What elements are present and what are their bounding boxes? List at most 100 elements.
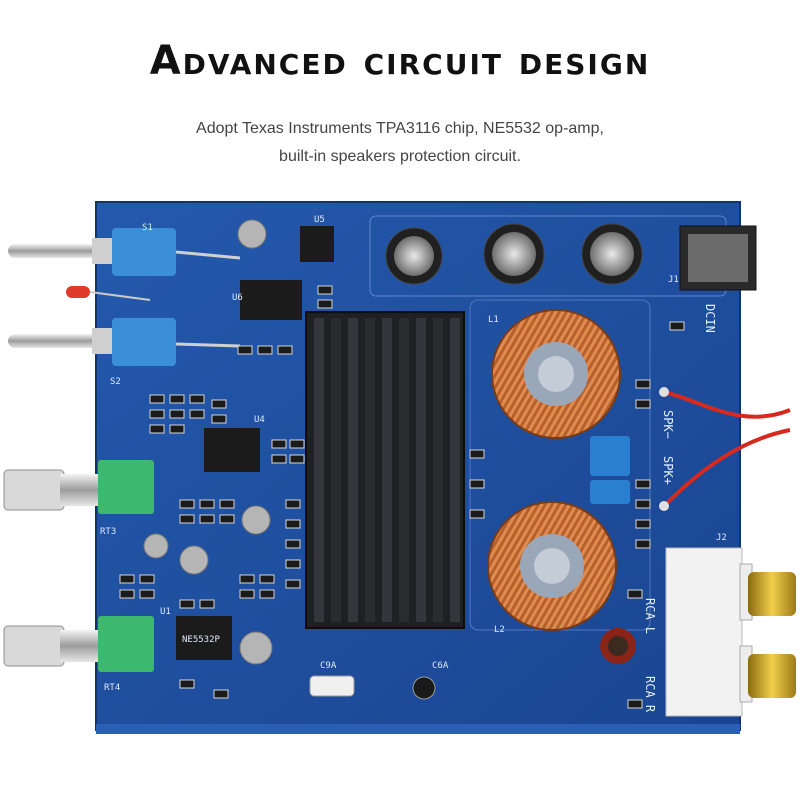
smd-part	[149, 409, 165, 419]
smd-part	[285, 559, 301, 569]
dc-input-jack: DCIN	[679, 225, 757, 333]
u6-label: U6	[232, 293, 243, 303]
smd-part	[219, 514, 235, 524]
chip-u1: NE5532P	[176, 616, 232, 660]
smd-part	[317, 285, 333, 295]
smd-part	[211, 399, 227, 409]
smd-part	[179, 679, 195, 689]
smd-part	[119, 574, 135, 584]
spk-plus-label: SPK+	[661, 456, 675, 485]
bulk-capacitors	[385, 223, 643, 285]
inductor-l2	[487, 501, 617, 631]
regulator-u5	[300, 226, 334, 262]
rt3-label: RT3	[100, 527, 116, 537]
smd-part	[219, 499, 235, 509]
smd-part	[285, 499, 301, 509]
chip-u6	[240, 280, 302, 320]
smd-part	[169, 424, 185, 434]
rt4-label: RT4	[104, 683, 120, 693]
s2-label: S2	[110, 377, 121, 387]
input-choke	[600, 628, 636, 664]
smd-part	[259, 589, 275, 599]
smd-part	[271, 454, 287, 464]
j1-label: J1	[668, 275, 679, 285]
smd-part	[149, 424, 165, 434]
inductor-l1	[491, 309, 621, 439]
smd-part	[271, 439, 287, 449]
film-capacitors	[590, 436, 630, 504]
dcin-label: DCIN	[703, 304, 717, 333]
smd-part	[277, 345, 293, 355]
rca-input-jacks: RCA L RCA R	[643, 547, 796, 717]
smd-part	[635, 519, 651, 529]
jumper-header: C9A C6A	[309, 661, 449, 697]
smd-part	[469, 479, 485, 489]
rca-l-label: RCA L	[643, 598, 657, 634]
smd-part	[635, 499, 651, 509]
smd-part	[285, 519, 301, 529]
heatsink-fin	[331, 318, 341, 622]
power-led	[66, 286, 151, 301]
smd-part	[139, 589, 155, 599]
volume-potentiometer-rt3	[3, 460, 154, 514]
subtitle-line-1: Adopt Texas Instruments TPA3116 chip, NE…	[196, 120, 604, 137]
smd-part	[317, 299, 333, 309]
l2-label: L2	[494, 625, 505, 635]
smd-part	[179, 514, 195, 524]
tone-potentiometer-rt4	[3, 616, 154, 672]
small-capacitors	[143, 219, 436, 700]
rca-r-label: RCA R	[643, 676, 657, 713]
j2-label: J2	[716, 533, 727, 543]
heatsink-fin	[399, 318, 409, 622]
smd-part	[199, 599, 215, 609]
smd-part	[199, 514, 215, 524]
smd-part	[169, 409, 185, 419]
smd-part	[285, 579, 301, 589]
heatsink-fin	[382, 318, 392, 622]
subtitle-line-2: built-in speakers protection circuit.	[279, 148, 521, 165]
smd-part	[239, 574, 255, 584]
silkscreen-labels: S1 S2 U1 U4 U5 U6 L1 L2 RT3 RT4 J2 J1	[100, 215, 727, 693]
smd-part	[469, 449, 485, 459]
u4-label: U4	[254, 415, 265, 425]
heatsink	[305, 311, 465, 629]
smd-part	[237, 345, 253, 355]
smd-components	[119, 285, 685, 709]
smd-part	[635, 539, 651, 549]
smd-part	[635, 479, 651, 489]
smd-part	[627, 589, 643, 599]
smd-part	[149, 394, 165, 404]
u1-label: U1	[160, 607, 171, 617]
smd-part	[179, 499, 195, 509]
smd-part	[635, 399, 651, 409]
heatsink-fin	[450, 318, 460, 622]
smd-part	[257, 345, 273, 355]
heatsink-fin	[314, 318, 324, 622]
smd-part	[189, 394, 205, 404]
speaker-wires: SPK− SPK+	[659, 387, 791, 511]
heatsink-fin	[365, 318, 375, 622]
smd-part	[179, 599, 195, 609]
smd-part	[213, 689, 229, 699]
smd-part	[139, 574, 155, 584]
smd-part	[239, 589, 255, 599]
smd-part	[169, 394, 185, 404]
smd-part	[199, 499, 215, 509]
heatsink-fin	[348, 318, 358, 622]
toggle-switch-s2	[8, 318, 241, 366]
l1-label: L1	[488, 315, 499, 325]
u5-label: U5	[314, 215, 325, 225]
toggle-switch-s1	[8, 228, 241, 276]
smd-part	[469, 509, 485, 519]
smd-part	[211, 414, 227, 424]
heatsink-fin	[433, 318, 443, 622]
smd-part	[627, 699, 643, 709]
heatsink-fin	[416, 318, 426, 622]
smd-part	[189, 409, 205, 419]
smd-part	[285, 539, 301, 549]
page-title: Advanced circuit design	[149, 38, 651, 84]
spk-minus-label: SPK−	[661, 410, 675, 439]
smd-part	[289, 439, 305, 449]
smd-part	[259, 574, 275, 584]
